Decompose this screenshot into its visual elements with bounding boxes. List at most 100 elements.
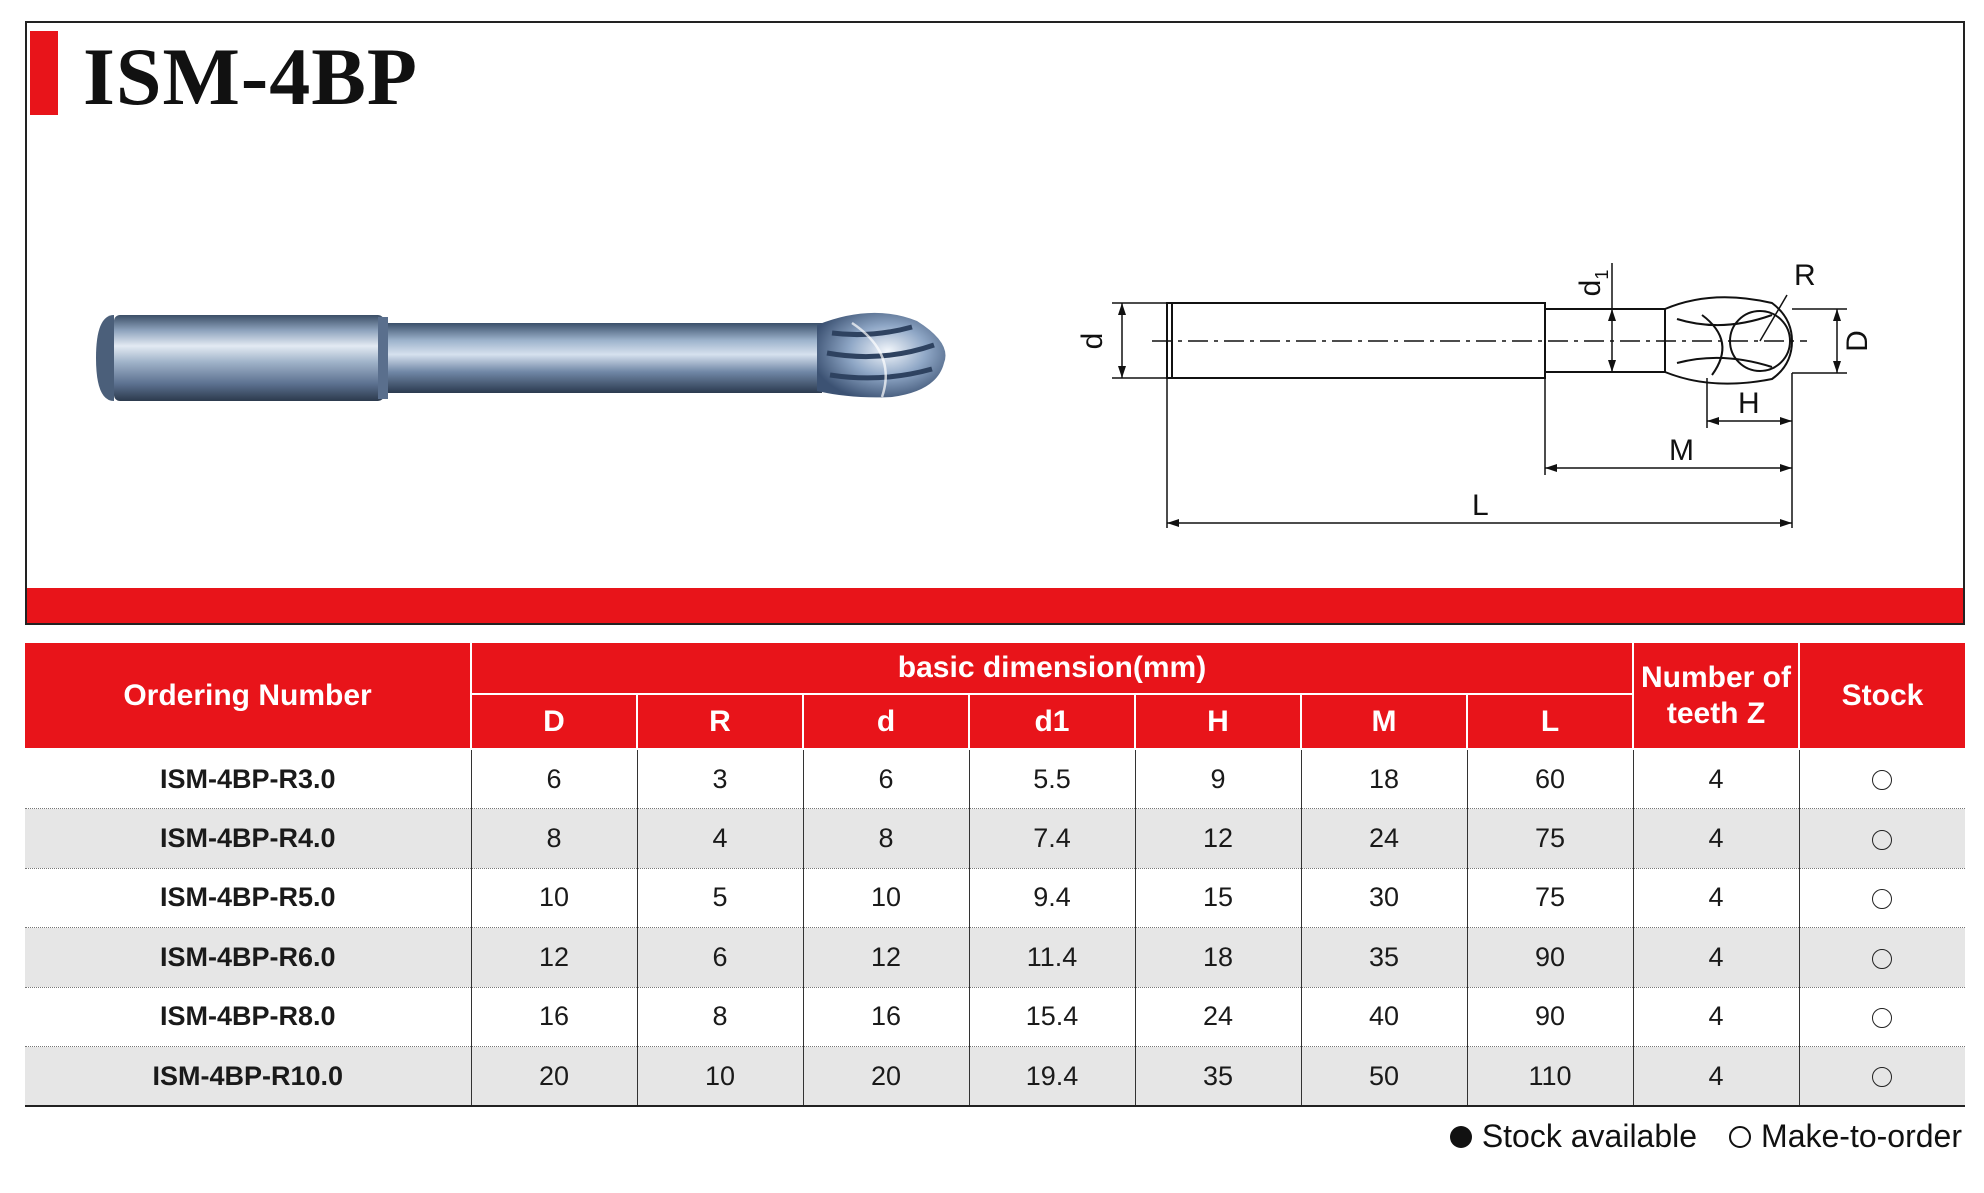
ordering-number-cell: ISM-4BP-R3.0 — [25, 749, 472, 809]
cell-M: 24 — [1301, 808, 1468, 869]
ordering-number-cell: ISM-4BP-R8.0 — [25, 987, 472, 1047]
stock-available-label: Stock available — [1481, 1118, 1698, 1154]
make-to-order-icon — [1872, 829, 1893, 850]
cell-d: 12 — [803, 927, 970, 988]
cell-L: 90 — [1467, 927, 1634, 988]
cell-stock — [1799, 1046, 1965, 1107]
cell-d: 6 — [803, 749, 970, 809]
make-to-order-icon — [1872, 770, 1893, 791]
cell-d: 20 — [803, 1046, 970, 1107]
cell-d1: 11.4 — [969, 927, 1136, 988]
label-H: H — [1738, 387, 1760, 420]
cell-teeth: 4 — [1633, 749, 1800, 809]
cell-L: 110 — [1467, 1046, 1634, 1107]
cell-D: 8 — [471, 808, 638, 869]
cell-d1: 7.4 — [969, 808, 1136, 869]
end-mill-photo — [96, 312, 946, 401]
cell-teeth: 4 — [1633, 808, 1800, 869]
cell-d: 8 — [803, 808, 970, 869]
cell-L: 90 — [1467, 987, 1634, 1047]
table-row: ISM-4BP-R4.0 8 4 8 7.4 12 24 75 4 — [25, 808, 1965, 869]
cell-M: 50 — [1301, 1046, 1468, 1107]
cell-H: 9 — [1135, 749, 1302, 809]
cell-stock — [1799, 749, 1965, 809]
cell-R: 8 — [637, 987, 804, 1047]
col-header-D: D — [471, 693, 638, 750]
col-header-H: H — [1134, 693, 1302, 750]
cell-L: 75 — [1467, 808, 1634, 869]
cell-d1: 9.4 — [969, 868, 1136, 928]
product-panel: ISM-4BP — [25, 21, 1965, 625]
cell-H: 35 — [1135, 1046, 1302, 1107]
cell-d: 10 — [803, 868, 970, 928]
cell-M: 30 — [1301, 868, 1468, 928]
ordering-number-header: Ordering Number — [25, 643, 472, 750]
cell-D: 10 — [471, 868, 638, 928]
make-to-order-icon — [1872, 889, 1893, 910]
stock-header: Stock — [1798, 643, 1965, 750]
ordering-number-cell: ISM-4BP-R10.0 — [25, 1046, 472, 1107]
label-L: L — [1472, 489, 1489, 522]
cell-M: 18 — [1301, 749, 1468, 809]
title-accent-bar — [30, 31, 58, 115]
cell-d1: 5.5 — [969, 749, 1136, 809]
cell-R: 5 — [637, 868, 804, 928]
col-header-L: L — [1466, 693, 1633, 750]
specification-table: Ordering Number basic dimension(mm) Numb… — [25, 643, 1965, 1107]
cell-teeth: 4 — [1633, 868, 1800, 928]
col-header-M: M — [1300, 693, 1468, 750]
ordering-number-cell: ISM-4BP-R5.0 — [25, 868, 472, 928]
cell-d1: 19.4 — [969, 1046, 1136, 1107]
label-D: D — [1841, 330, 1874, 352]
cell-teeth: 4 — [1633, 987, 1800, 1047]
cell-stock — [1799, 808, 1965, 869]
col-header-d: d — [802, 693, 970, 750]
table-row: ISM-4BP-R6.0 12 6 12 11.4 18 35 90 4 — [25, 927, 1965, 988]
cell-D: 16 — [471, 987, 638, 1047]
label-d: d — [1076, 333, 1109, 350]
make-to-order-label: Make-to-order — [1761, 1118, 1962, 1154]
label-d1: d1 — [1574, 270, 1612, 297]
table-row: ISM-4BP-R3.0 6 3 6 5.5 9 18 60 4 — [25, 749, 1965, 809]
make-to-order-icon — [1872, 1008, 1893, 1029]
table-row: ISM-4BP-R10.0 20 10 20 19.4 35 50 110 4 — [25, 1046, 1965, 1107]
cell-R: 6 — [637, 927, 804, 988]
label-R: R — [1794, 259, 1816, 292]
cell-L: 60 — [1467, 749, 1634, 809]
cell-D: 20 — [471, 1046, 638, 1107]
col-header-d1: d1 — [968, 693, 1136, 750]
cell-D: 12 — [471, 927, 638, 988]
panel-bottom-band — [27, 588, 1963, 623]
cell-M: 35 — [1301, 927, 1468, 988]
cell-L: 75 — [1467, 868, 1634, 928]
cell-H: 18 — [1135, 927, 1302, 988]
stock-legend: Stock available Make-to-order — [1449, 1118, 1962, 1155]
stock-available-icon — [1449, 1125, 1472, 1148]
basic-dimension-header: basic dimension(mm) — [470, 643, 1634, 695]
col-header-R: R — [636, 693, 804, 750]
cell-R: 4 — [637, 808, 804, 869]
dimension-schematic: d d1 R D H M L — [1076, 259, 1874, 528]
table-row: ISM-4BP-R5.0 10 5 10 9.4 15 30 75 4 — [25, 868, 1965, 928]
make-to-order-icon — [1872, 1067, 1893, 1088]
cell-d1: 15.4 — [969, 987, 1136, 1047]
ordering-number-cell: ISM-4BP-R4.0 — [25, 808, 472, 869]
cell-R: 3 — [637, 749, 804, 809]
label-M: M — [1669, 434, 1694, 467]
cell-H: 12 — [1135, 808, 1302, 869]
cell-R: 10 — [637, 1046, 804, 1107]
cell-stock — [1799, 927, 1965, 988]
cell-D: 6 — [471, 749, 638, 809]
make-to-order-icon — [1872, 948, 1893, 969]
table-row: ISM-4BP-R8.0 16 8 16 15.4 24 40 90 4 — [25, 987, 1965, 1047]
cell-teeth: 4 — [1633, 927, 1800, 988]
ordering-number-cell: ISM-4BP-R6.0 — [25, 927, 472, 988]
make-to-order-icon — [1729, 1125, 1752, 1148]
cell-d: 16 — [803, 987, 970, 1047]
cell-H: 15 — [1135, 868, 1302, 928]
cell-H: 24 — [1135, 987, 1302, 1047]
cell-stock — [1799, 868, 1965, 928]
cell-M: 40 — [1301, 987, 1468, 1047]
cell-stock — [1799, 987, 1965, 1047]
